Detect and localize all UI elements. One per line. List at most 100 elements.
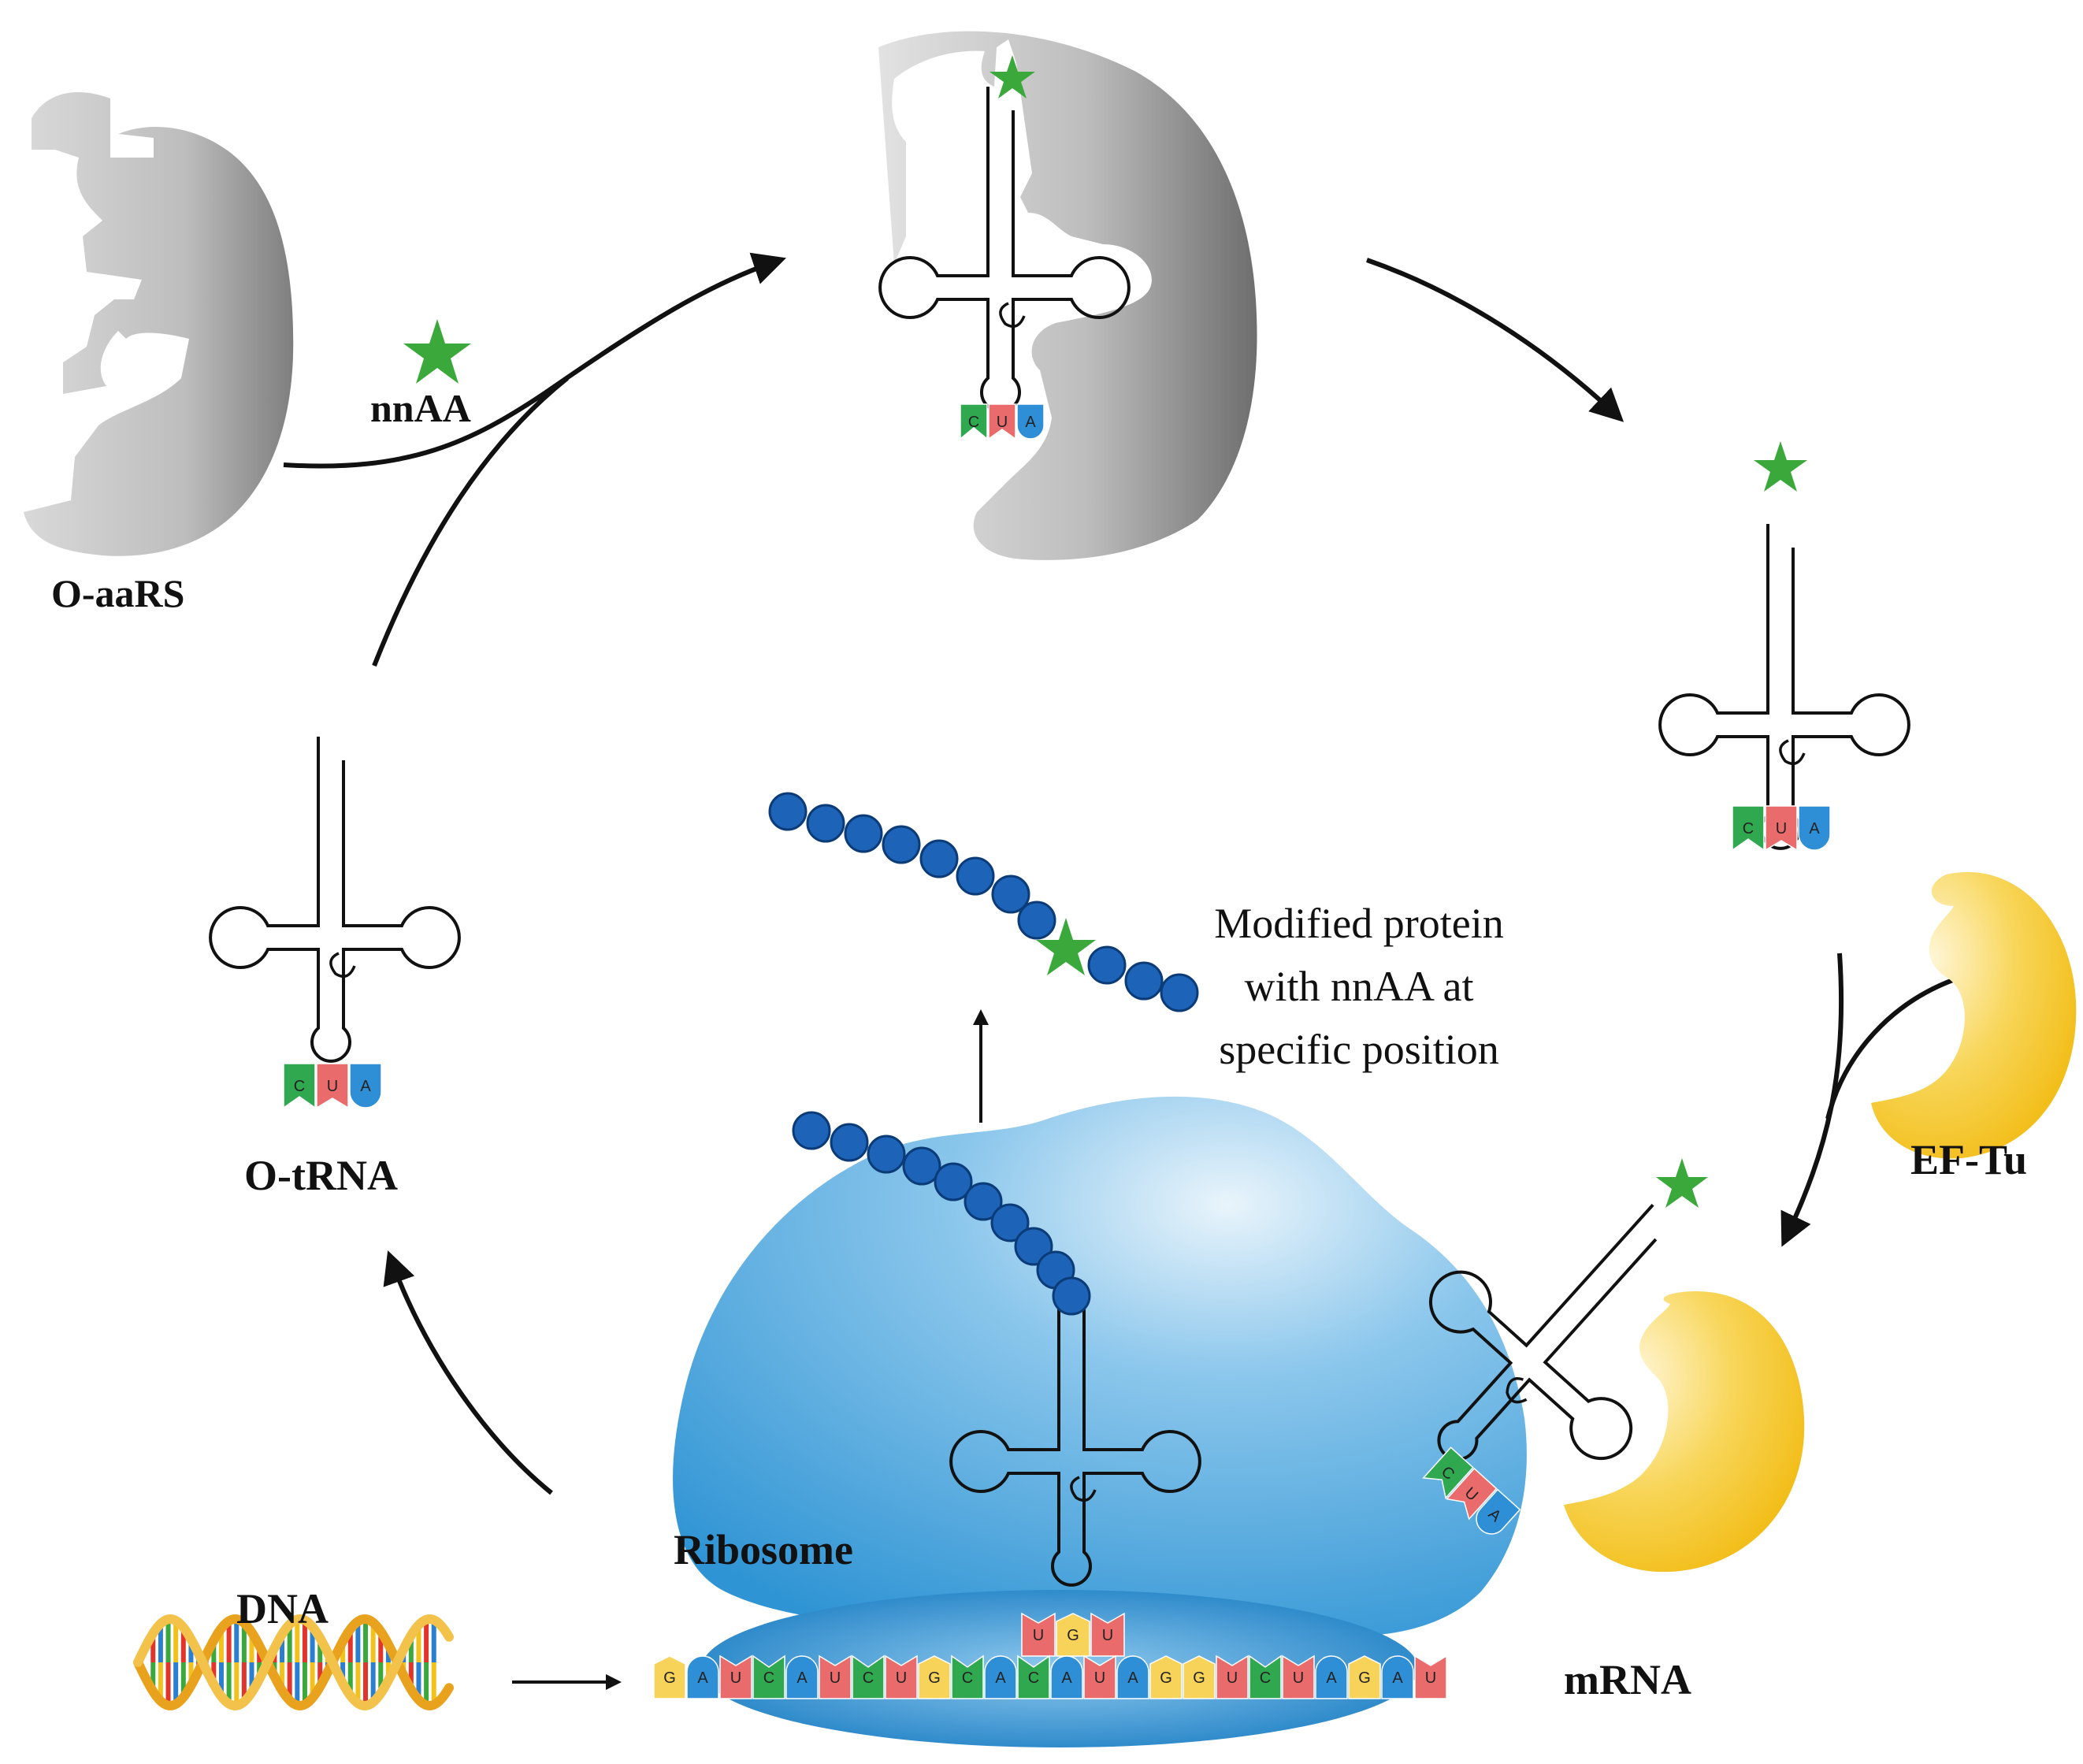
nucleotide-letter: U xyxy=(327,1078,338,1095)
nucleotide-A: A xyxy=(686,1655,719,1699)
nucleotide-letter: U xyxy=(830,1669,841,1687)
o-trna xyxy=(209,735,461,1063)
amino-acid-bead xyxy=(830,1123,869,1162)
amino-acid-bead xyxy=(844,814,883,853)
amino-acid-bead xyxy=(1052,1276,1091,1316)
nucleotide-letter: G xyxy=(663,1669,676,1687)
nucleotide-letter: C xyxy=(1028,1669,1039,1687)
nucleotide-letter: A xyxy=(995,1669,1006,1687)
nucleotide-A: A xyxy=(349,1063,382,1109)
o-aars-enzyme xyxy=(24,92,294,556)
nucleotide-letter: A xyxy=(1326,1669,1337,1687)
nucleotide-C: C xyxy=(960,403,988,440)
amino-acid-bead xyxy=(867,1135,906,1174)
amino-acid-bead xyxy=(990,1203,1030,1242)
ribosome-large xyxy=(673,1096,1527,1637)
nucleotide-letter: U xyxy=(1776,820,1787,837)
ef-tu-label: EF-Tu xyxy=(1910,1136,2027,1183)
nucleotide-letter: C xyxy=(968,414,979,431)
nucleotide-A: A xyxy=(1476,1488,1521,1535)
nucleotide-letter: U xyxy=(1425,1669,1436,1687)
nucleotide-letter: G xyxy=(928,1669,941,1687)
nucleotide-letter: A xyxy=(697,1669,708,1687)
nucleotide-A: A xyxy=(1016,403,1045,440)
modified-protein-chain xyxy=(768,792,1199,1012)
nucleotide-C: C xyxy=(852,1654,885,1699)
nucleotide-letter: G xyxy=(1160,1669,1172,1687)
nucleotide-letter: C xyxy=(763,1669,774,1687)
nucleotide-letter: C xyxy=(962,1669,973,1687)
nucleotide-letter: C xyxy=(1260,1669,1271,1687)
nucleotide-A: A xyxy=(1050,1655,1083,1699)
cycle-arrow-from-trna xyxy=(372,376,569,667)
nucleotide-G: G xyxy=(653,1655,686,1699)
charged-o-trna xyxy=(1658,522,1910,850)
nucleotide-C: C xyxy=(1732,805,1765,852)
protein-caption-line2: with nnAA at xyxy=(1245,963,1474,1010)
amino-acid-bead xyxy=(1014,1227,1053,1266)
nucleotide-letter: U xyxy=(1094,1669,1105,1687)
nucleotide-C: C xyxy=(1422,1446,1474,1499)
nucleotide-G: G xyxy=(918,1655,951,1699)
nucleotide-U: U xyxy=(1414,1654,1447,1699)
nucleotide-C: C xyxy=(1017,1654,1050,1699)
protein-caption-line3: specific position xyxy=(1219,1026,1498,1073)
nucleotide-G: G xyxy=(1056,1613,1090,1657)
nucleotide-letter: U xyxy=(1227,1669,1238,1687)
nucleotide-U: U xyxy=(1765,805,1798,852)
nucleotide-letter: G xyxy=(1193,1669,1205,1687)
nucleotide-C: C xyxy=(752,1654,785,1699)
cycle-arrow-left-up xyxy=(383,1250,553,1495)
nucleotide-U: U xyxy=(1282,1654,1315,1699)
amino-acid-bead xyxy=(934,1162,973,1201)
nucleotide-A: A xyxy=(1116,1655,1149,1699)
nnaa-star-incoming xyxy=(1656,1158,1708,1208)
amino-acid-bead xyxy=(882,825,921,864)
nucleotide-C: C xyxy=(1249,1654,1282,1699)
o-aars-bound-enzyme xyxy=(878,31,1257,560)
nucleotide-letter: U xyxy=(896,1669,907,1687)
dna-label: DNA xyxy=(236,1585,329,1632)
nnaa-star-on-trna xyxy=(1754,441,1807,492)
amino-acid-bead xyxy=(1017,901,1056,940)
ef-tu xyxy=(1871,871,2077,1159)
amino-acid-bead xyxy=(1160,973,1199,1012)
nucleotide-G: G xyxy=(1348,1655,1381,1699)
nascent-protein-chain xyxy=(792,1111,1091,1316)
cycle-arrow-eftu-join xyxy=(1825,975,1962,1120)
nucleotide-letter: U xyxy=(1033,1627,1044,1644)
nucleotide-A: A xyxy=(785,1655,819,1699)
nucleotide-U: U xyxy=(719,1654,752,1699)
nucleotide-A: A xyxy=(1798,805,1831,851)
amino-acid-bead xyxy=(991,875,1030,914)
nucleotide-letter: A xyxy=(1809,820,1820,837)
nucleotide-letter: G xyxy=(1358,1669,1371,1687)
o-aars-label: O-aaRS xyxy=(51,571,184,615)
amino-acid-bead xyxy=(902,1146,941,1186)
nucleotide-letter: C xyxy=(294,1078,305,1095)
nucleotide-C: C xyxy=(951,1654,984,1699)
nucleotide-U: U xyxy=(819,1654,852,1699)
nucleotide-letter: G xyxy=(1067,1627,1079,1644)
nucleotide-U: U xyxy=(1083,1654,1116,1699)
cycle-arrow-top xyxy=(283,252,786,469)
amino-acid-bead xyxy=(919,839,959,878)
ribosome-label: Ribosome xyxy=(674,1526,853,1573)
nucleotide-letter: U xyxy=(730,1669,741,1687)
amino-acid-bead xyxy=(1087,945,1127,985)
nucleotide-A: A xyxy=(1315,1655,1348,1699)
nucleotide-U: U xyxy=(1216,1654,1249,1699)
ef-tu-bound xyxy=(1564,1291,1805,1573)
nucleotide-letter: A xyxy=(796,1669,808,1687)
nucleotide-U: U xyxy=(1090,1612,1125,1657)
nucleotide-letter: A xyxy=(1127,1669,1138,1687)
o-trna-label: O-tRNA xyxy=(244,1152,398,1199)
nucleotide-letter: A xyxy=(360,1078,371,1095)
amino-acid-bead xyxy=(792,1111,831,1150)
nnaa-star xyxy=(403,319,471,384)
nucleotide-A: A xyxy=(984,1655,1017,1699)
